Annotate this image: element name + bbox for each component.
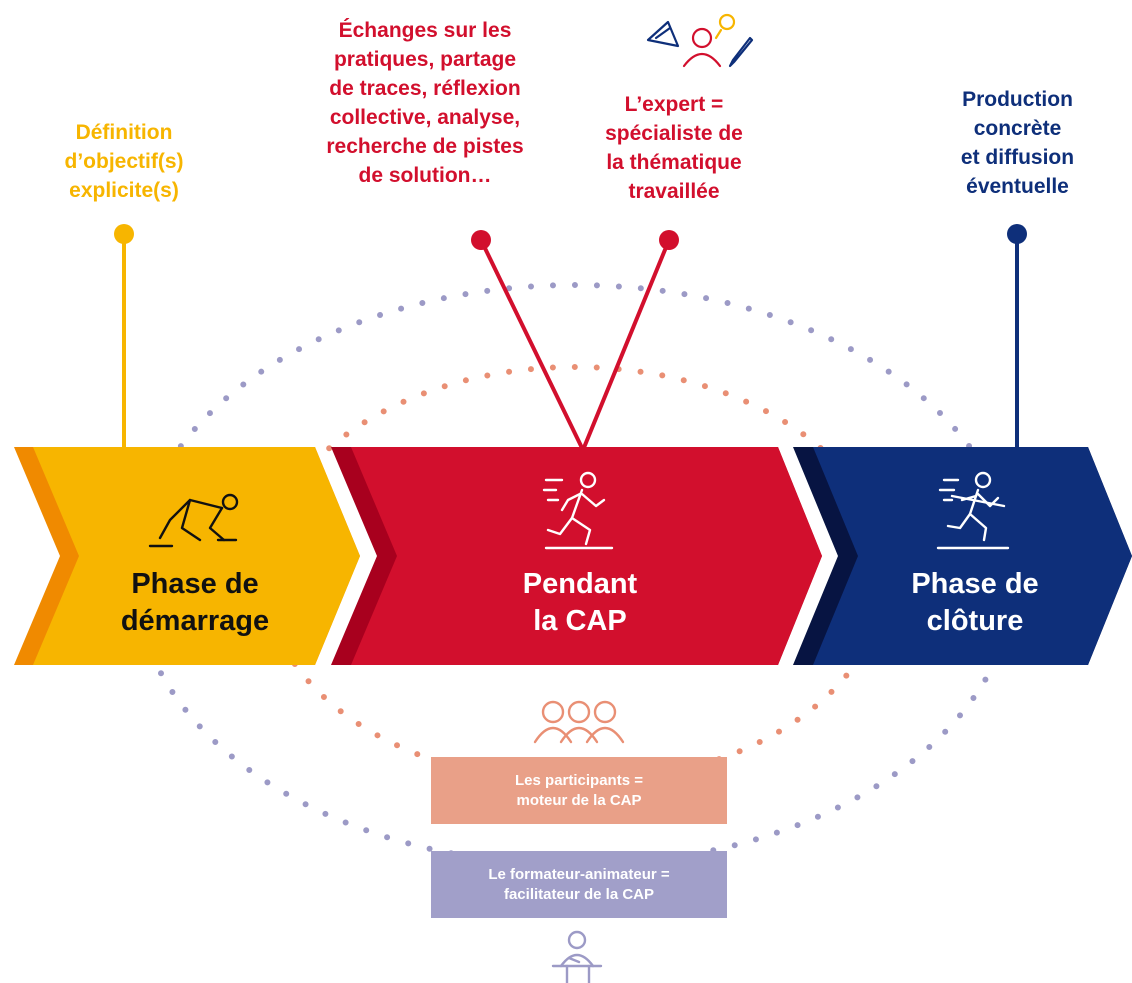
arrow-phase-demarrage	[14, 447, 360, 665]
connector-definition	[114, 224, 134, 450]
connector-production	[1007, 224, 1027, 450]
participants-group-icon	[533, 700, 625, 744]
phase-demarrage-label: Phase de démarrage	[120, 568, 270, 637]
finish-line-runner-icon	[936, 471, 1010, 550]
formateur-box: Le formateur-animateur = facilitateur de…	[431, 851, 727, 918]
arrow-phase-cloture	[793, 447, 1132, 665]
label-echanges: Échanges sur les pratiques, partage de t…	[326, 19, 524, 187]
connector-expert	[581, 230, 679, 451]
participants-box: Les participants = moteur de la CAP	[431, 757, 727, 824]
arrow-pendant-cap	[331, 447, 822, 665]
label-expert: L’expert = spécialiste de la thématique …	[605, 93, 743, 203]
label-production: Production concrète et diffusion éventue…	[960, 88, 1075, 198]
runner-icon	[542, 471, 614, 550]
expert-tools-icon	[646, 13, 754, 68]
label-definition-objectifs: Définition d’objectif(s) explicite(s)	[64, 121, 184, 202]
sprinter-start-icon	[148, 493, 239, 548]
phase-pendant-label: Pendant la CAP	[522, 568, 638, 637]
phase-cloture-label: Phase de clôture	[911, 568, 1039, 637]
connector-echanges	[471, 230, 585, 451]
facilitator-person-icon	[551, 930, 603, 983]
